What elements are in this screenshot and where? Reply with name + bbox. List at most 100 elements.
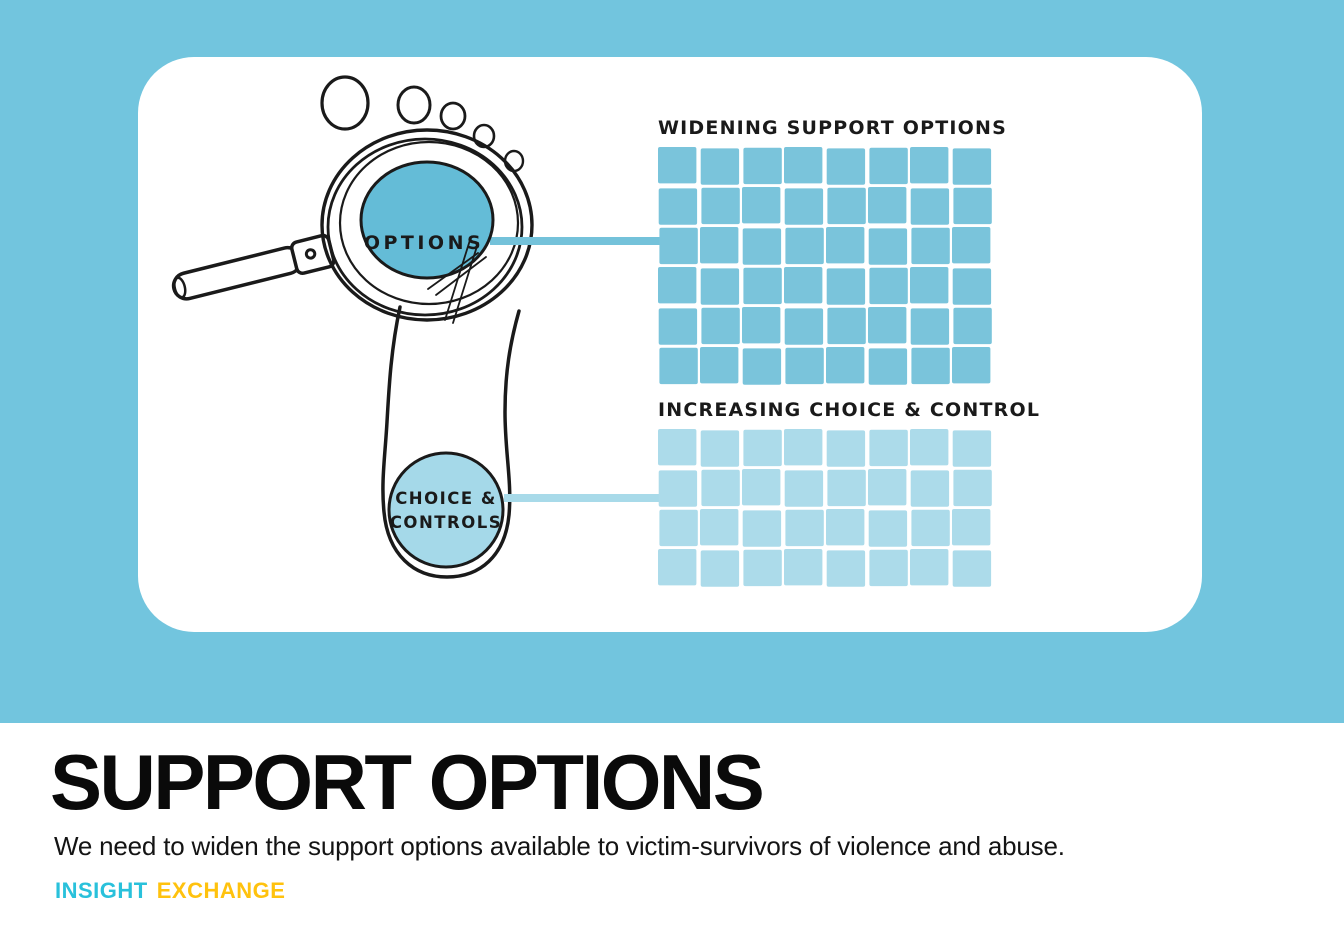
grid-cell — [701, 187, 740, 225]
grid-cell — [659, 347, 698, 385]
grid-cell — [784, 267, 823, 304]
grid-cell — [952, 268, 992, 305]
grid-cell — [868, 187, 907, 224]
choice-label-line1: CHOICE & — [395, 489, 497, 508]
grid-cell — [742, 228, 782, 265]
grid-cell — [868, 510, 908, 547]
footer-section: SUPPORT OPTIONS We need to widen the sup… — [0, 723, 1344, 940]
grid-cell — [659, 227, 698, 265]
options-label: OPTIONS — [364, 232, 484, 254]
grid-cell — [827, 187, 866, 225]
grid-cell — [952, 148, 992, 185]
grid-cell — [952, 550, 992, 587]
grid-cell — [700, 347, 739, 384]
grid-cell — [868, 469, 907, 506]
grid-cell — [785, 509, 824, 547]
hero-section: OPTIONS CHOICE & CONTROLS WIDENING SUPPO… — [0, 0, 1344, 723]
grid-cell — [701, 469, 740, 507]
grid-cell — [869, 549, 908, 587]
lens-shine-icon — [427, 239, 487, 324]
foot-toes-icon — [320, 75, 467, 131]
grid-cell — [742, 307, 781, 344]
choice-controls-circle — [387, 451, 505, 569]
grid-cell — [784, 147, 823, 184]
grid-cell — [700, 550, 740, 587]
grid-cell — [700, 509, 739, 546]
grid-cell — [827, 469, 866, 507]
connector-choice-line — [504, 494, 661, 502]
brand-exchange: EXCHANGE — [156, 878, 286, 903]
grid-cell — [827, 307, 866, 345]
grid-widening-support-options — [658, 147, 992, 385]
grid-cell — [826, 509, 865, 546]
grid-cell — [826, 550, 866, 587]
grid-cell — [826, 268, 866, 305]
grid-cell — [910, 188, 950, 225]
grid-title-increasing: INCREASING CHOICE & CONTROL — [658, 399, 1040, 421]
grid-cell — [826, 227, 865, 264]
foot-outline — [381, 305, 521, 579]
grid-cell — [785, 347, 824, 385]
grid-cell — [700, 430, 740, 467]
grid-cell — [952, 430, 992, 467]
grid-cell — [910, 429, 949, 466]
grid-cell — [952, 227, 991, 264]
grid-cell — [868, 228, 908, 265]
magnifier-lens-icon — [320, 128, 534, 322]
page-subtitle: We need to widen the support options ava… — [54, 831, 1065, 861]
grid-cell — [784, 188, 824, 225]
grid-cell — [658, 470, 698, 507]
grid-cell — [910, 267, 949, 304]
grid-cell — [658, 429, 697, 466]
grid-cell — [743, 429, 782, 467]
grid-cell — [952, 509, 991, 546]
options-circle — [359, 160, 495, 280]
grid-cell — [742, 469, 781, 506]
support-options-diagram: OPTIONS CHOICE & CONTROLS WIDENING SUPPO… — [171, 75, 1040, 587]
grid-cell — [869, 147, 908, 185]
grid-cell — [784, 429, 823, 466]
grid-cell — [826, 148, 866, 185]
grid-cell — [784, 308, 824, 345]
page-title: SUPPORT OPTIONS — [50, 738, 765, 826]
grid-cell — [826, 430, 866, 467]
grid-cell — [658, 188, 698, 225]
grid-cell — [911, 227, 950, 265]
grid-cell — [911, 347, 950, 385]
illustration-card: OPTIONS CHOICE & CONTROLS WIDENING SUPPO… — [138, 57, 1202, 632]
grid-cell — [868, 307, 907, 344]
grid-cell — [658, 267, 697, 304]
grid-cell — [953, 307, 992, 345]
grid-cell — [953, 187, 992, 225]
grid-cell — [658, 308, 698, 345]
grid-cell — [700, 148, 740, 185]
grid-cell — [868, 348, 908, 385]
grid-cell — [869, 267, 908, 305]
grid-cell — [743, 267, 782, 305]
grid-cell — [658, 549, 697, 586]
grid-cell — [742, 187, 781, 224]
grid-cell — [659, 509, 698, 547]
grid-cell — [869, 429, 908, 467]
grid-cell — [952, 347, 991, 384]
grid-cell — [910, 147, 949, 184]
grid-cell — [910, 470, 950, 507]
grid-cell — [910, 308, 950, 345]
grid-cell — [953, 469, 992, 507]
grid-cell — [701, 307, 740, 345]
magnifier-handle — [171, 233, 336, 301]
grid-cell — [742, 348, 782, 385]
grid-cell — [826, 347, 865, 384]
grid-cell — [910, 549, 949, 586]
connector-options-line — [490, 237, 661, 245]
grid-cell — [784, 470, 824, 507]
grid-cell — [700, 268, 740, 305]
grid-cell — [784, 549, 823, 586]
choice-label-line2: CONTROLS — [390, 513, 502, 532]
grid-increasing-choice-control — [658, 429, 992, 587]
grid-cell — [743, 549, 782, 587]
grid-cell — [911, 509, 950, 547]
grid-cell — [785, 227, 824, 265]
grid-cell — [658, 147, 697, 184]
